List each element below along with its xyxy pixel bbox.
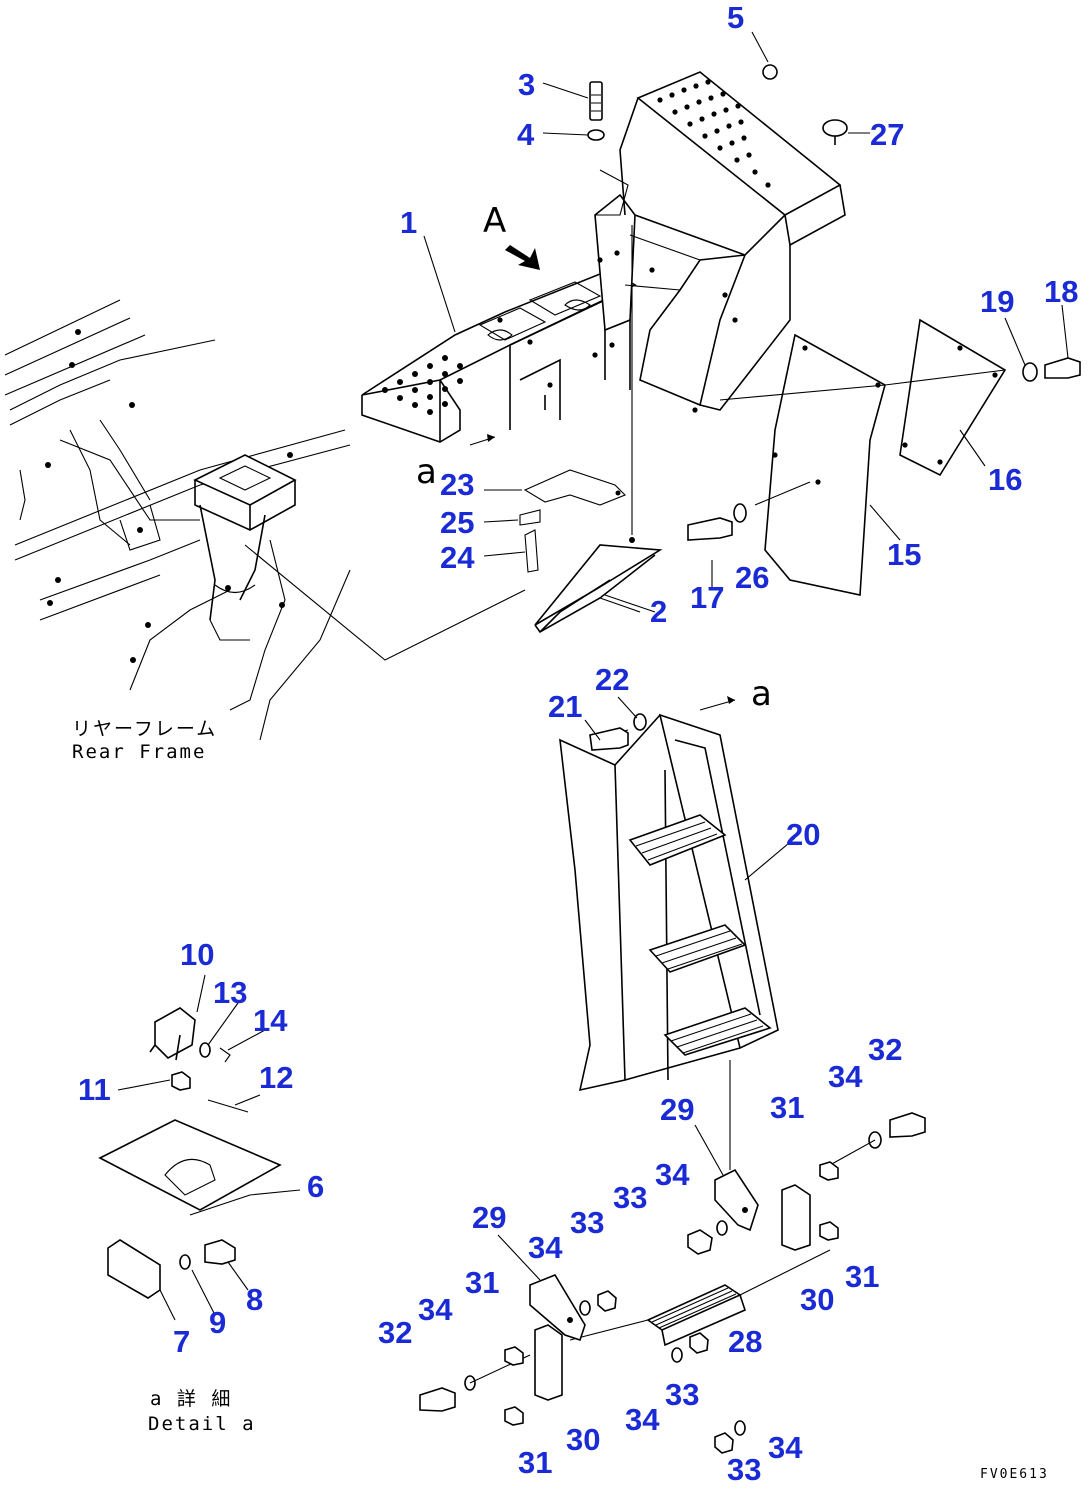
detail-a-drawing [98, 1007, 282, 1299]
callout-20: 20 [786, 817, 820, 852]
callout-16: 16 [988, 462, 1022, 497]
callout-3: 3 [518, 67, 535, 102]
plate-16 [884, 318, 1007, 477]
callout-34-e: 34 [625, 1402, 660, 1437]
arrow-mark-a-1: a [416, 452, 437, 492]
callout-32-left: 32 [378, 1315, 412, 1350]
callout-30-right: 30 [800, 1282, 834, 1317]
lower-step-brackets [419, 1112, 926, 1454]
callout-31-a: 31 [770, 1090, 804, 1125]
view-mark-a: A [483, 201, 506, 241]
callout-33-a: 33 [613, 1180, 647, 1215]
callout-31-d: 31 [518, 1445, 552, 1480]
callout-34-f: 34 [768, 1430, 803, 1465]
callout-34-a: 34 [828, 1059, 863, 1094]
callout-33-c: 33 [665, 1377, 699, 1412]
callout-29-lower: 29 [472, 1200, 506, 1235]
callout-33-d: 33 [727, 1452, 761, 1487]
callout-26: 26 [735, 560, 769, 595]
callout-15: 15 [887, 537, 921, 572]
callout-30-left: 30 [566, 1422, 600, 1457]
callout-31-c: 31 [465, 1265, 499, 1300]
step-assembly-1 [361, 71, 846, 535]
callout-34-b: 34 [655, 1157, 690, 1192]
callout-1: 1 [400, 205, 417, 240]
bolt-5 [762, 64, 778, 80]
callout-27: 27 [870, 117, 904, 152]
callout-28: 28 [728, 1324, 762, 1359]
bolt-17-washer-26 [687, 503, 747, 590]
callout-5: 5 [727, 0, 744, 35]
leader-lines [117, 31, 1069, 1321]
rear-frame-caption-jp: リヤーフレーム [72, 718, 217, 740]
callout-34-d: 34 [418, 1292, 453, 1327]
callout-12: 12 [259, 1060, 293, 1095]
callout-25: 25 [440, 505, 474, 540]
bumper-27 [822, 119, 848, 145]
callout-11: 11 [78, 1072, 111, 1107]
callout-4: 4 [517, 117, 535, 152]
mud-flap-15 [719, 333, 886, 596]
callout-21: 21 [548, 689, 582, 724]
callout-24: 24 [440, 540, 475, 575]
callout-22: 22 [595, 662, 629, 697]
callout-13: 13 [213, 975, 247, 1010]
callout-8: 8 [246, 1282, 263, 1317]
rear-frame-drawing [4, 299, 526, 741]
callout-17: 17 [690, 580, 724, 615]
bolt-18-washer-19 [1022, 357, 1081, 382]
rear-frame-caption-en: Rear Frame [72, 741, 206, 763]
callout-33-b: 33 [570, 1205, 604, 1240]
callout-18: 18 [1044, 274, 1078, 309]
figure-code: FV0E613 [980, 1467, 1049, 1482]
detail-caption-jp: a 詳 細 [150, 1388, 232, 1410]
callout-6: 6 [307, 1169, 324, 1204]
callout-2: 2 [650, 594, 667, 629]
ladder-20 [559, 696, 779, 1170]
callout-10: 10 [180, 937, 214, 972]
callout-labels: 1 2 3 4 5 6 7 8 9 10 11 12 13 14 15 16 1… [78, 0, 1078, 1487]
detail-caption-en: Detail a [148, 1413, 256, 1435]
callout-14: 14 [253, 1003, 288, 1038]
cover-plate-23 [519, 469, 626, 573]
callout-19: 19 [980, 284, 1014, 319]
callout-7: 7 [173, 1324, 190, 1359]
callout-32-right: 32 [868, 1032, 902, 1067]
callout-31-b: 31 [845, 1259, 879, 1294]
callout-34-c: 34 [528, 1230, 563, 1265]
callout-29-upper: 29 [660, 1092, 694, 1127]
bracket-2 [534, 537, 663, 634]
arrow-mark-a-2: a [751, 674, 772, 714]
callout-23: 23 [440, 467, 474, 502]
callout-9: 9 [209, 1305, 226, 1340]
bolt-3-washer-4 [587, 81, 605, 141]
